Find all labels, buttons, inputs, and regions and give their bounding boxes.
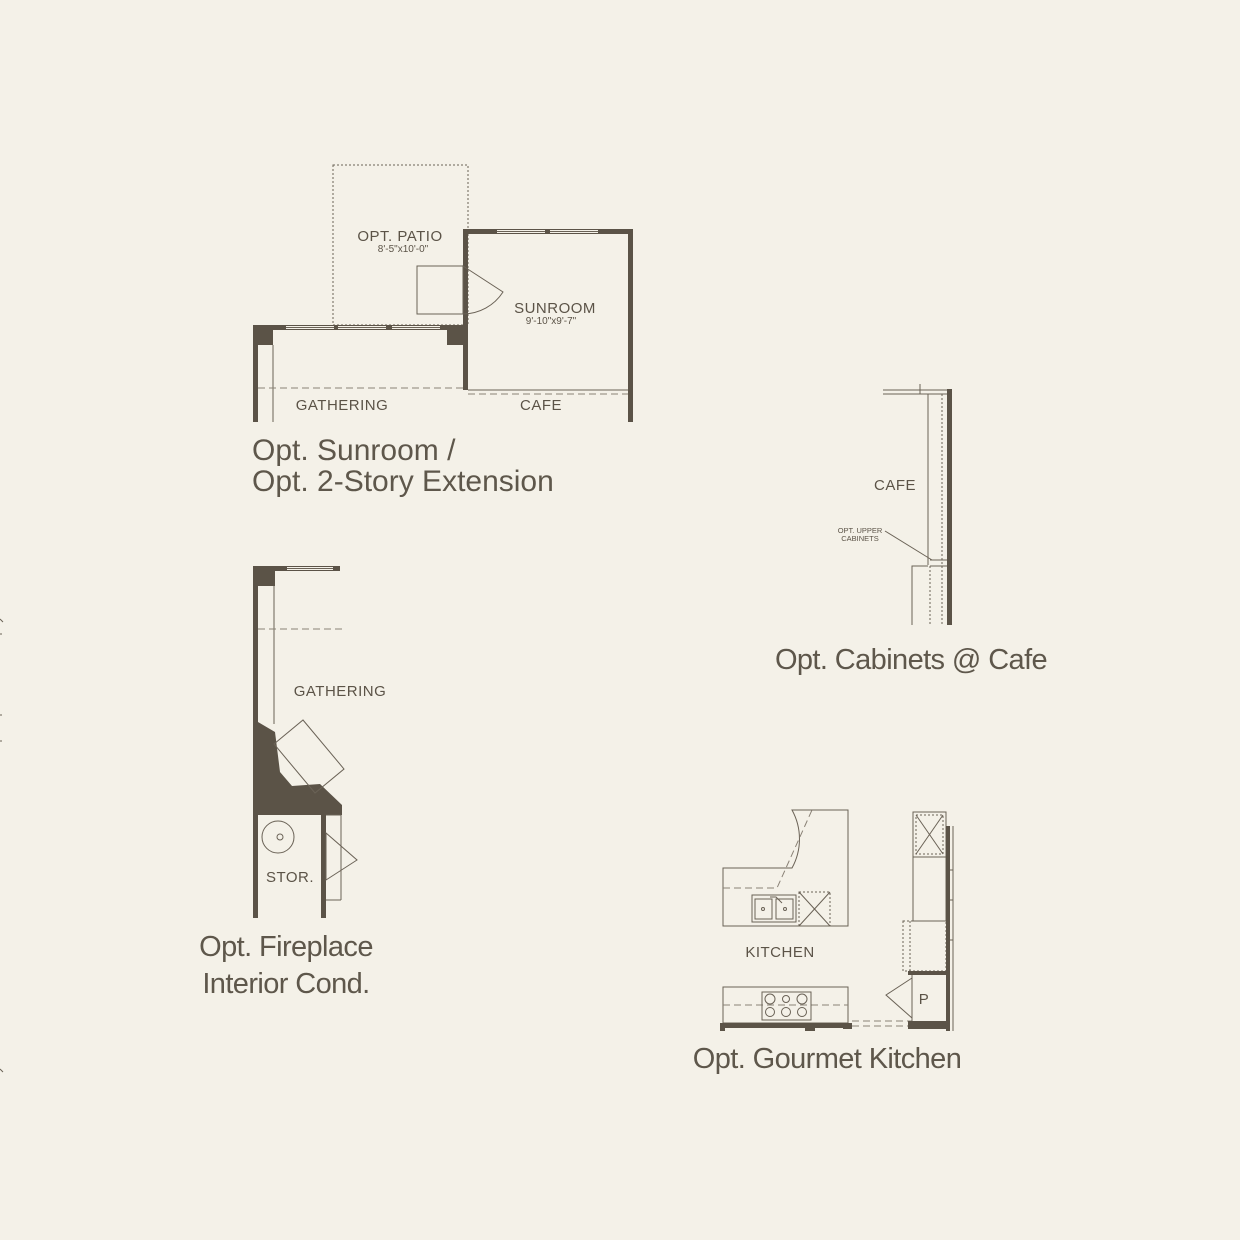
sunroom-caption-line2: Opt. 2-Story Extension [252, 465, 554, 498]
storage-right-wall [321, 815, 326, 918]
cooktop-icon [761, 991, 812, 1021]
corner-column [253, 566, 275, 586]
tall-cabinet [912, 856, 947, 922]
sunroom-dimensions: 9'-10"x9'-7" [526, 316, 577, 327]
left-wall [253, 566, 258, 918]
sunroom-label: SUNROOM [514, 300, 596, 317]
fireplace-caption-line2: Interior Cond. [202, 968, 369, 1000]
storage-label: STOR. [266, 869, 314, 886]
cabinets-cafe-plan: CAFE OPT. UPPER CABINETS Opt. Cabinets @… [775, 384, 1048, 676]
pantry-label: P [919, 991, 930, 1008]
fireplace-caption-line1: Opt. Fireplace [199, 931, 373, 963]
optional-patio-outline [332, 164, 469, 326]
gourmet-kitchen-plan: KITCHEN P Opt. Gourmet Kitchen [693, 809, 962, 1075]
water-heater-icon [261, 820, 295, 854]
sunroom-right-wall [628, 229, 633, 422]
cafe-label: CAFE [520, 397, 562, 414]
sunroom-plan: OPT. PATIO 8'-5"x10'-0" SUNROOM 9'-10"x9… [252, 164, 633, 498]
gathering-label: GATHERING [296, 397, 389, 414]
upper-cabinets-label-line1: OPT. UPPER [838, 526, 883, 535]
fireplace-plan: GATHERING STOR. Opt. Fireplace Interior … [199, 566, 386, 1000]
pantry-bottom-wall [908, 1021, 950, 1029]
gathering-left-wall [253, 325, 258, 422]
gathering-label: GATHERING [294, 683, 387, 700]
corner-column [447, 325, 467, 345]
sunroom-left-wall [463, 229, 468, 390]
kitchen-island [722, 809, 849, 927]
patio-dimensions: 8'-5"x10'-0" [378, 244, 429, 255]
kitchen-bottom-wall [720, 1023, 852, 1028]
cafe-right-wall [947, 389, 952, 625]
sunroom-top-wall [463, 229, 633, 234]
cafe-label: CAFE [874, 477, 916, 494]
patio-label: OPT. PATIO [357, 228, 442, 245]
edge-marks [0, 618, 4, 1073]
dishwasher-icon [798, 891, 831, 927]
hearth [273, 719, 345, 794]
fireplace-mass [258, 722, 342, 815]
kitchen-label: KITCHEN [745, 944, 814, 961]
pantry-top-wall [908, 971, 950, 975]
base-cabinet [902, 920, 947, 972]
patio-door-panel [416, 265, 464, 315]
door-swing [462, 265, 504, 315]
sunroom-caption-line1: Opt. Sunroom / [252, 434, 456, 467]
upper-cabinets-label-line2: CABINETS [841, 534, 879, 543]
storage-door-swing [325, 831, 358, 881]
kitchen-right-wall [946, 826, 950, 1031]
pantry-door-swing [885, 977, 913, 1020]
cabinets-caption: Opt. Cabinets @ Cafe [775, 644, 1047, 676]
sink-icon [751, 894, 797, 923]
kitchen-caption: Opt. Gourmet Kitchen [693, 1043, 961, 1075]
